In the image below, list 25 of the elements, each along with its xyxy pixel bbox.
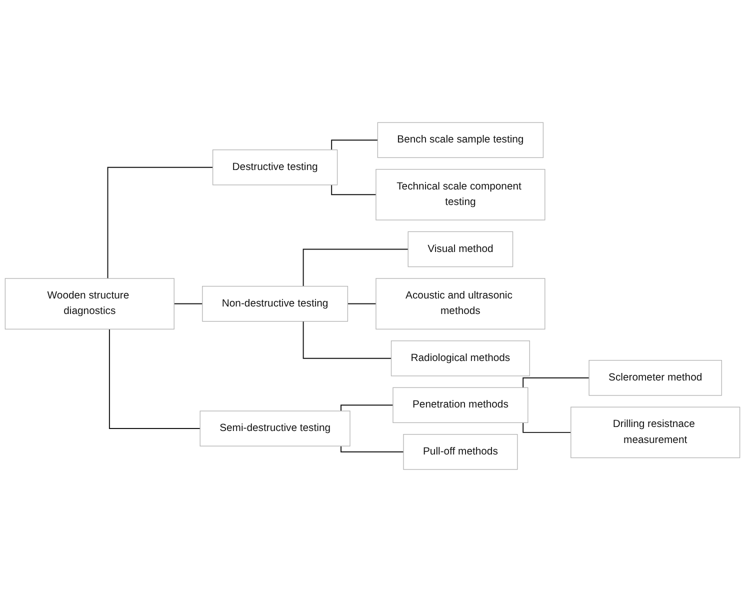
connector — [174, 303, 203, 304]
connector — [302, 320, 392, 359]
node-box: Pull-off methods — [403, 434, 518, 470]
node-box: Penetration methods — [392, 387, 528, 423]
node-box: Technical scale component testing — [376, 169, 546, 220]
connector — [340, 404, 394, 412]
node-box: Semi-destructive testing — [200, 410, 350, 446]
node-box: Visual method — [408, 231, 514, 268]
node-box: Destructive testing — [212, 150, 338, 186]
connector — [331, 140, 378, 150]
connector — [347, 303, 376, 304]
connector — [340, 446, 404, 452]
connector — [108, 328, 201, 430]
node-box: Acoustic and ultrasonic methods — [376, 278, 546, 330]
node-box: Non-destructive testing — [202, 286, 348, 322]
node-box: Sclerometer method — [588, 360, 722, 396]
node-box: Wooden structure diagnostics — [4, 278, 174, 330]
connector — [107, 166, 214, 279]
connector — [302, 248, 409, 287]
connector — [522, 377, 590, 388]
connector — [522, 422, 572, 433]
node-box: Radiological methods — [390, 340, 530, 376]
node-box: Bench scale sample testing — [377, 122, 544, 158]
connector — [331, 184, 376, 196]
node-box: Drilling resistnace measurement — [570, 406, 740, 458]
